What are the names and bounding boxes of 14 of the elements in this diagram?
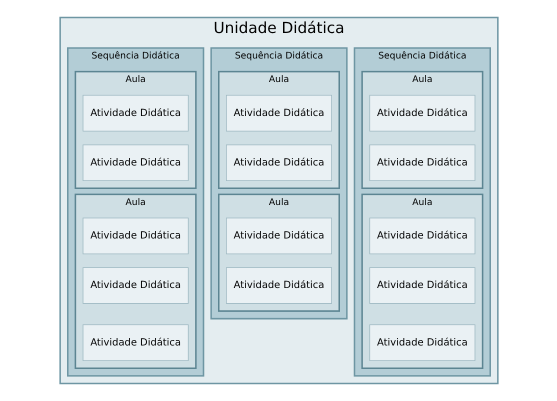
node-box: Atividade Didática (82, 324, 188, 362)
node-box: Atividade Didática (82, 218, 188, 254)
node-box: Atividade Didática (226, 267, 332, 304)
node-box: Atividade Didática (226, 94, 332, 132)
node-box: Atividade Didática (82, 144, 188, 182)
node-box: Atividade Didática (368, 218, 475, 254)
node-box: Atividade Didática (226, 218, 332, 254)
node-box: Atividade Didática (226, 144, 332, 182)
node-box: Atividade Didática (368, 94, 475, 132)
node-box: Atividade Didática (82, 94, 188, 132)
node-box: Atividade Didática (368, 324, 475, 362)
node-box: Atividade Didática (82, 267, 188, 304)
node-box: Atividade Didática (368, 267, 475, 304)
node-box: Atividade Didática (368, 144, 475, 182)
